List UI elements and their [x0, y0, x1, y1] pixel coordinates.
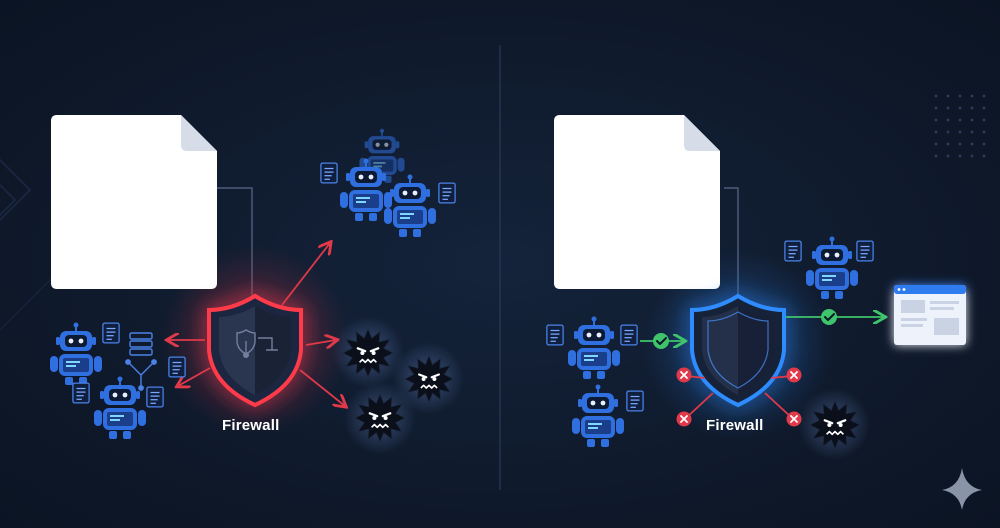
network-icon — [125, 359, 157, 391]
arrow-to-malware-1 — [305, 340, 336, 345]
mini-document-icon — [72, 382, 90, 404]
cross-icon — [786, 367, 802, 383]
database-icon — [129, 332, 153, 356]
cross-icon — [786, 411, 802, 427]
robot-icon — [567, 316, 621, 380]
check-icon — [653, 333, 669, 349]
browser-window-icon — [894, 285, 966, 345]
robot-cluster-left — [49, 322, 186, 440]
firewall-label-right: Firewall — [706, 417, 764, 434]
mini-document-icon — [320, 162, 338, 184]
mini-document-icon — [438, 182, 456, 204]
left-panel — [49, 115, 464, 454]
dot-grid — [934, 94, 986, 158]
shield-emblem — [236, 329, 278, 358]
mini-document-icon — [146, 386, 164, 408]
sparkle-icon — [942, 468, 982, 510]
mini-document-icon — [626, 390, 644, 412]
mini-document-icon — [102, 322, 120, 344]
cross-icon — [676, 411, 692, 427]
blocked-paths — [685, 375, 793, 419]
right-panel — [546, 115, 982, 510]
mini-document-icon — [168, 356, 186, 378]
arrow-to-robot-group — [281, 243, 330, 306]
malware-group-left — [332, 316, 464, 454]
mini-document-icon — [856, 240, 874, 262]
robot-icon — [49, 322, 103, 386]
malware-group-right — [798, 388, 870, 460]
background-decoration — [0, 158, 61, 331]
robot-group-right-input — [546, 316, 644, 448]
mini-document-icon — [620, 324, 638, 346]
document-icon — [51, 115, 217, 289]
firewall-label-left: Firewall — [222, 417, 280, 434]
robot-icon — [571, 384, 625, 448]
mini-document-icon — [784, 240, 802, 262]
document-icon — [554, 115, 720, 289]
robot-group-top — [320, 128, 456, 238]
robot-icon — [93, 376, 147, 440]
robot-icon — [383, 174, 437, 238]
arrow-to-robot-cluster-2 — [178, 367, 211, 386]
arrow-to-malware-2 — [299, 369, 345, 406]
mini-document-icon — [546, 324, 564, 346]
cross-icon — [676, 367, 692, 383]
check-icon — [821, 309, 837, 325]
